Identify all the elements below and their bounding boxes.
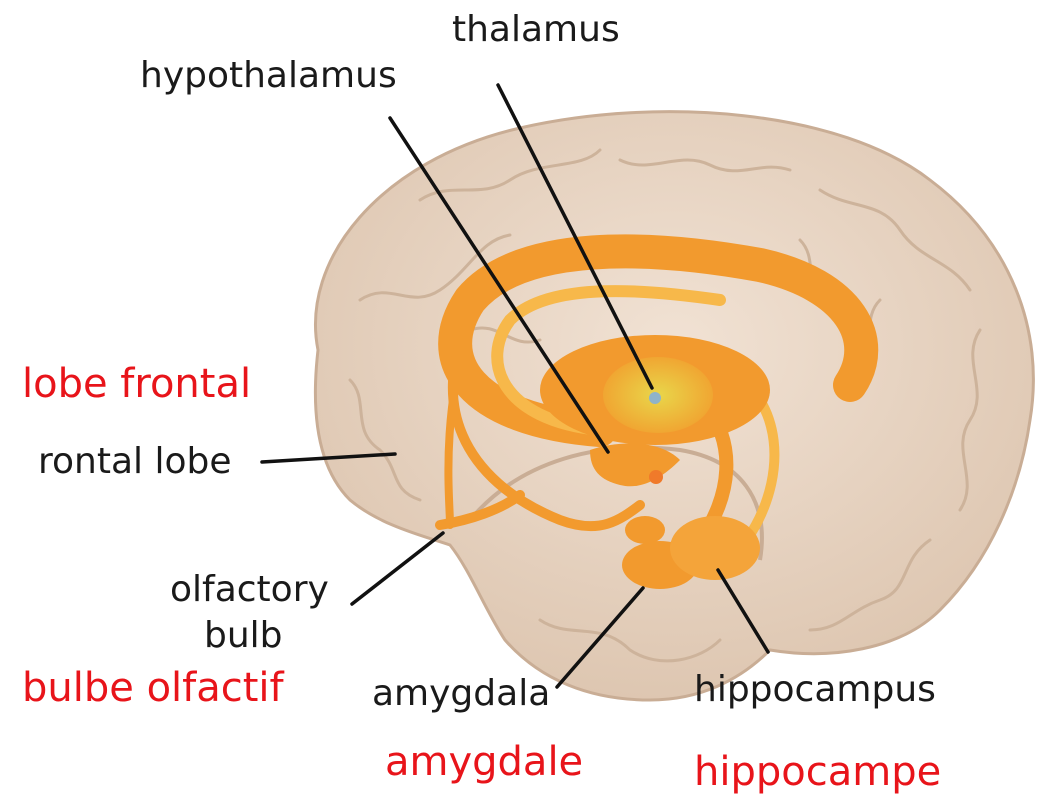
mammillary-body [649, 470, 663, 484]
thalamus-dot [649, 392, 661, 404]
label-hypothalamus: hypothalamus [140, 58, 397, 94]
translation-frontal-lobe: lobe frontal [22, 364, 251, 404]
translation-olfactory-bulb: bulbe olfactif [22, 668, 284, 708]
label-olfactory-line2: bulb [204, 618, 283, 654]
translation-hippocampus: hippocampe [694, 752, 941, 792]
olfactory-leader [352, 533, 443, 604]
label-amygdala: amygdala [372, 676, 550, 712]
label-olfactory-line1: olfactory [170, 572, 329, 608]
label-thalamus: thalamus [452, 12, 620, 48]
label-hippocampus: hippocampus [694, 672, 936, 708]
label-frontal-lobe: rontal lobe [38, 444, 232, 480]
translation-amygdala: amygdale [385, 742, 583, 782]
hippocampus-shape [670, 516, 760, 580]
